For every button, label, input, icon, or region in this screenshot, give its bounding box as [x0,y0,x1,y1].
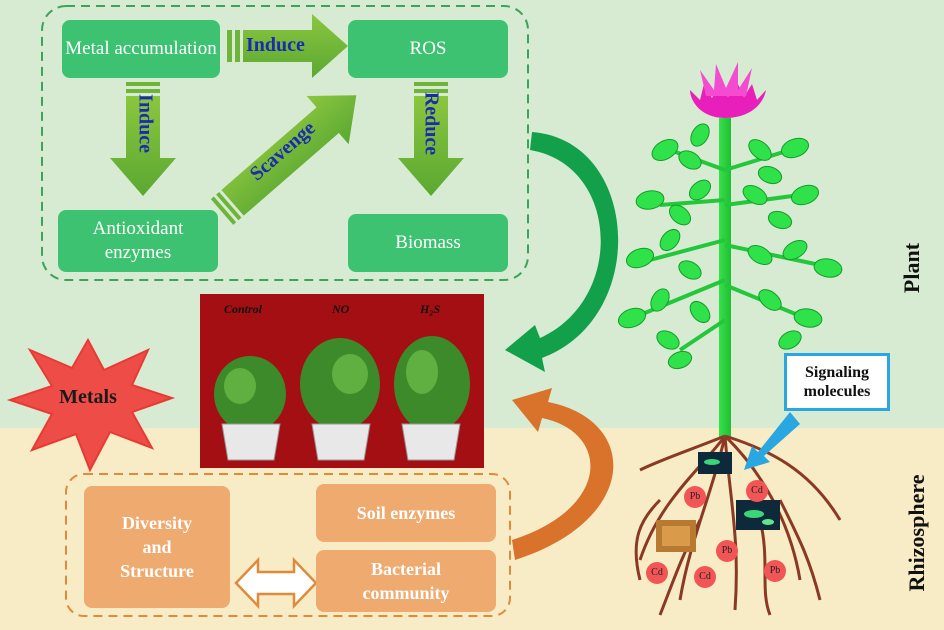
signal-arrow [744,412,800,470]
double-headed-arrow [234,556,318,610]
root-metal-pb-1-text: Pb [689,491,701,502]
plant-stem [719,118,731,438]
root-metal-cd-3-text: Cd [699,571,711,582]
bacterial-community-box: Bacterial community [316,550,496,612]
signaling-molecules-label: Signaling molecules [803,363,871,400]
photo-label-no: NO [332,302,350,316]
reduce-label: Reduce [420,91,443,156]
root-metal-pb-2: Pb [716,540,738,562]
rhizosphere-side-label: Rhizosphere [904,474,929,592]
metal-accumulation-label: Metal accumulation [65,38,217,60]
root-metal-pb-1: Pb [684,486,706,508]
reduce-vertical-arrow [398,82,464,196]
diversity-structure-box: Diversity and Structure [84,486,230,608]
diversity-structure-label: Diversity and Structure [120,512,194,582]
ros-label: ROS [409,38,447,60]
antioxidant-enzymes-label: Antioxidant enzymes [92,218,184,263]
induce-horizontal-arrow [227,14,348,78]
curved-orange-arrow [512,388,614,560]
biomass-box: Biomass [348,214,508,272]
root-metal-cd-2: Cd [646,562,668,584]
signaling-molecules-box: Signaling molecules [784,353,890,411]
root-metal-cd-2-text: Cd [651,567,663,578]
metal-accumulation-box: Metal accumulation [62,20,220,78]
plant-pots-photo: Control NO H₂S [200,294,484,468]
scavenge-diagonal-arrow [210,95,357,225]
soil-enzymes-label: Soil enzymes [356,502,456,523]
metals-burst-shape [6,337,176,473]
root-metal-pb-3: Pb [764,560,786,582]
biomass-label: Biomass [395,232,461,254]
root-metal-cd-3: Cd [694,566,716,588]
soil-enzymes-box: Soil enzymes [316,484,496,542]
bottom-dashed-frame [65,473,511,617]
plant-leaves [617,123,843,370]
induce-vertical-arrow [110,82,176,196]
photo-label-h2s: H₂S [420,302,441,316]
root-metal-cd-1-text: Cd [751,485,763,496]
photo-label-control: Control [224,302,263,316]
metals-label: Metals [59,386,117,408]
root-metal-pb-2-text: Pb [721,545,733,556]
induce-horizontal-label: Induce [246,34,305,56]
antioxidant-enzymes-box: Antioxidant enzymes [58,210,218,272]
plant-side-label: Plant [899,242,924,294]
top-dashed-frame [41,5,529,281]
ros-box: ROS [348,20,508,78]
induce-vertical-label: Induce [134,94,157,153]
root-metal-pb-3-text: Pb [769,565,781,576]
root-metal-cd-1: Cd [746,480,768,502]
curved-green-arrow [505,132,619,372]
bacterial-community-label: Bacterial community [362,558,450,603]
plant-flower [690,62,766,118]
